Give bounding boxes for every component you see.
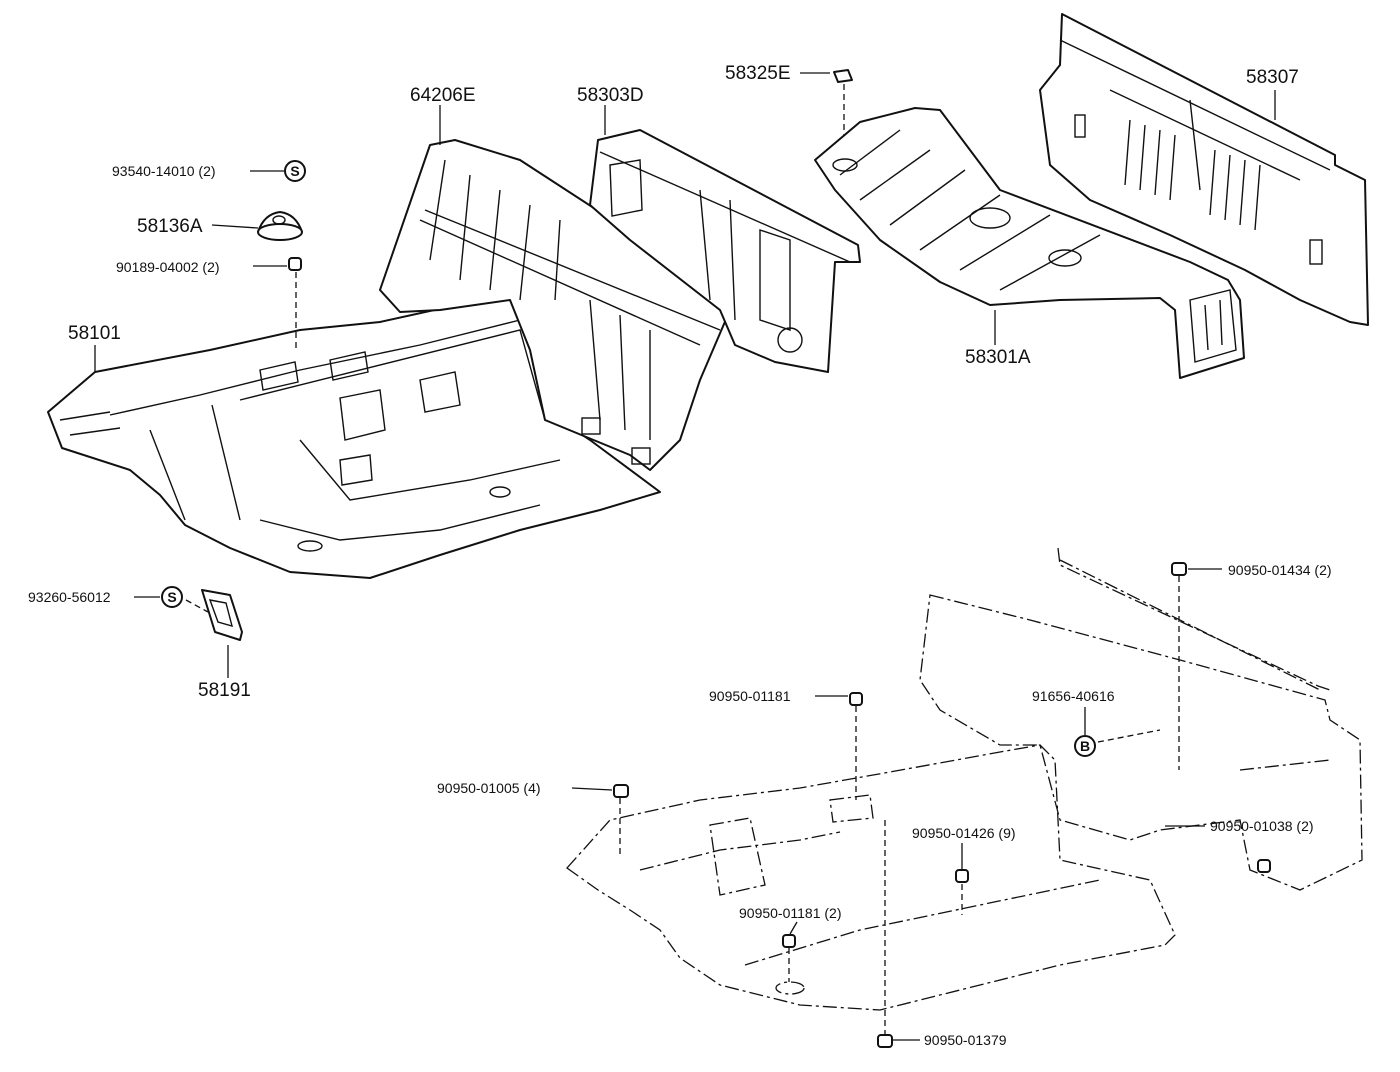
fastener-label-90950-01181-b: 90950-01181 (2) — [739, 905, 842, 921]
back-panel-58307-drawing — [1039, 13, 1369, 326]
leader-lines — [94, 72, 1276, 1041]
fastener-label-90950-01005: 90950-01005 (4) — [437, 780, 541, 796]
fastener-label-91656: 91656-40616 — [1032, 688, 1115, 704]
panel-64206E-drawing — [379, 139, 731, 471]
fastener-label-93540: 93540-14010 (2) — [112, 163, 216, 179]
part-label-58136A: 58136A — [137, 216, 203, 237]
part-label-58191: 58191 — [198, 680, 251, 701]
part-label-58303D: 58303D — [577, 85, 644, 106]
symbol-b: B — [1074, 735, 1096, 757]
symbol-s-bottom: S — [161, 586, 183, 608]
part-label-58301A: 58301A — [965, 347, 1031, 368]
part-label-58101: 58101 — [68, 323, 121, 344]
fastener-label-90189: 90189-04002 (2) — [116, 259, 220, 275]
fastener-label-90950-01434: 90950-01434 (2) — [1228, 562, 1332, 578]
floor-pan-58101-drawing — [47, 289, 661, 579]
part-label-58307: 58307 — [1246, 67, 1299, 88]
symbol-s-top: S — [284, 160, 306, 182]
bracket-58191-drawing — [185, 589, 243, 641]
plug-58136A-drawing — [257, 211, 303, 241]
part-label-64206E: 64206E — [410, 85, 476, 106]
rear-floor-58301A-drawing — [814, 107, 1245, 379]
part-label-58325E: 58325E — [725, 63, 791, 84]
fastener-label-90950-01181-a: 90950-01181 — [709, 688, 791, 704]
plug-58325E-drawing — [833, 69, 853, 140]
panel-58303D-drawing — [589, 129, 861, 373]
fastener-glyphs — [613, 562, 1271, 1048]
fastener-label-90950-01426: 90950-01426 (9) — [912, 825, 1016, 841]
fastener-label-93260: 93260-56012 — [28, 589, 111, 605]
fastener-label-90950-01038: 90950-01038 (2) — [1210, 818, 1314, 834]
clip-90189-drawing — [288, 257, 302, 271]
floor-ghost-outline — [566, 547, 1363, 1011]
fastener-label-90950-01379: 90950-01379 — [924, 1032, 1007, 1048]
